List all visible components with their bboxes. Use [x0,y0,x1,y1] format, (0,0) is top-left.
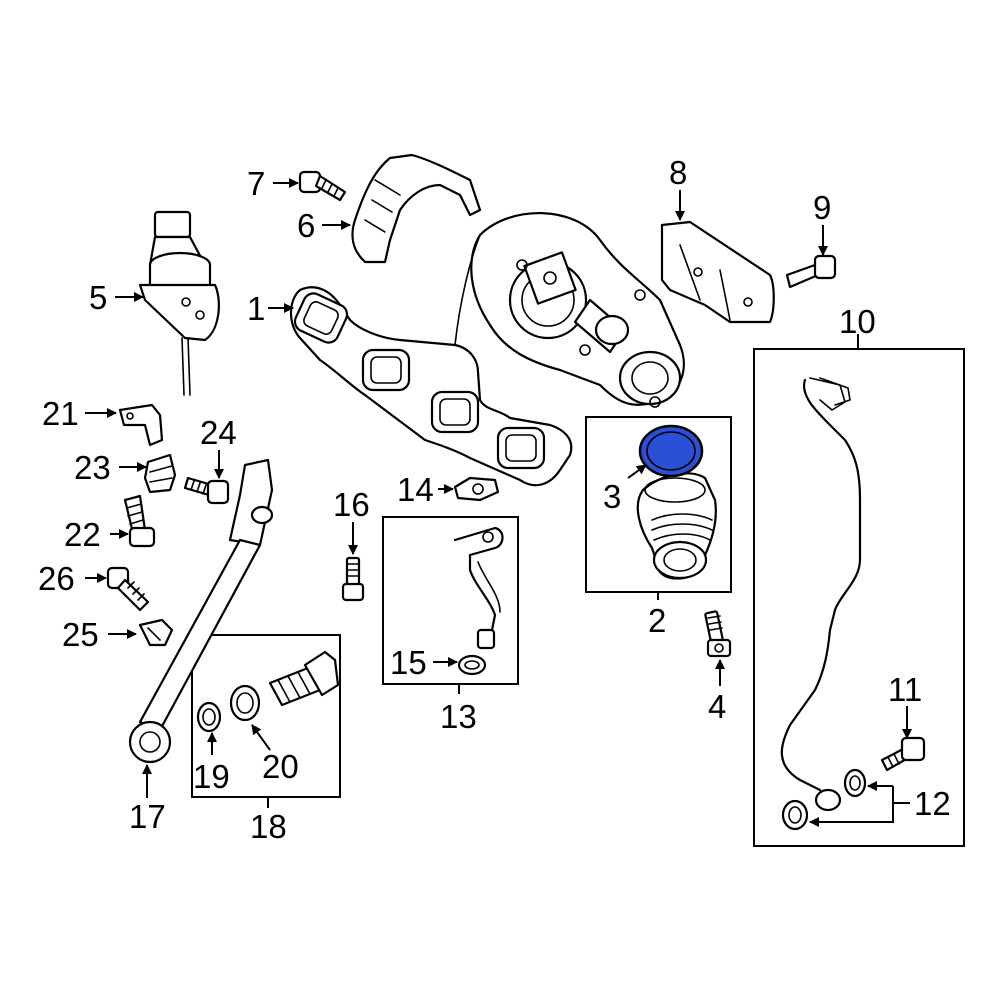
washer-part-20[interactable] [229,684,261,722]
callout-11: 11 [888,671,922,708]
callout-3: 3 [603,478,621,515]
bolt-part-4[interactable] [704,610,732,658]
washer-part-19[interactable] [196,701,222,733]
oil-feed-pipe[interactable] [780,377,862,812]
oil-return-pipe[interactable] [453,526,504,650]
bolt-part-7[interactable] [298,170,347,202]
callout-9: 9 [813,189,831,226]
callout-19: 19 [193,758,230,795]
callout-21: 21 [42,395,79,432]
gasket-part-14[interactable] [453,476,500,502]
sealing-washer-15[interactable] [457,654,487,676]
callout-1: 1 [247,290,265,327]
stud-part-16[interactable] [341,556,365,602]
callout-16: 16 [333,486,370,523]
callout-23: 23 [74,449,111,486]
clamp-part-23[interactable] [143,453,177,494]
callout-5: 5 [89,279,107,316]
callout-15: 15 [390,644,427,681]
turbo-outlet-pipe[interactable] [636,472,717,580]
bolt-part-26[interactable] [106,566,150,612]
support-rod[interactable] [128,458,274,764]
callout-22: 22 [64,516,101,553]
group-box-18 [191,634,341,798]
callout-26: 26 [38,560,75,597]
mounting-bracket[interactable] [660,220,775,324]
leader-lines [85,178,912,827]
clip-part-25[interactable] [138,618,174,647]
callout-13: 13 [440,698,477,735]
outlet-seal-ring[interactable] [638,424,704,478]
wastegate-actuator[interactable] [138,210,220,396]
callout-24: 24 [200,414,237,451]
group-box-13 [382,516,519,685]
callout-6: 6 [297,207,315,244]
banjo-fitting[interactable] [268,650,340,707]
sealing-washer-12b[interactable] [781,799,809,831]
callout-4: 4 [708,688,726,725]
callout-25: 25 [62,616,99,653]
bolt-part-22[interactable] [123,494,156,548]
turbocharger-manifold-assembly[interactable] [289,212,685,487]
bolt-part-24[interactable] [183,476,230,505]
heat-shield[interactable] [351,153,482,264]
callout-labels: 1 2 3 4 5 6 7 8 9 10 11 12 13 14 15 16 1… [38,154,951,845]
clip-part-21[interactable] [118,403,164,447]
callout-20: 20 [262,748,299,785]
banjo-bolt-part-11[interactable] [880,736,926,772]
callout-14: 14 [397,471,434,508]
callout-18: 18 [250,808,287,845]
callout-12: 12 [914,785,951,822]
sealing-washer-12a[interactable] [843,768,867,798]
callout-17: 17 [129,798,166,835]
callout-8: 8 [669,154,687,191]
callout-10: 10 [839,303,876,340]
callout-7: 7 [247,165,265,202]
bolt-part-9[interactable] [785,254,837,289]
callout-2: 2 [648,602,666,639]
